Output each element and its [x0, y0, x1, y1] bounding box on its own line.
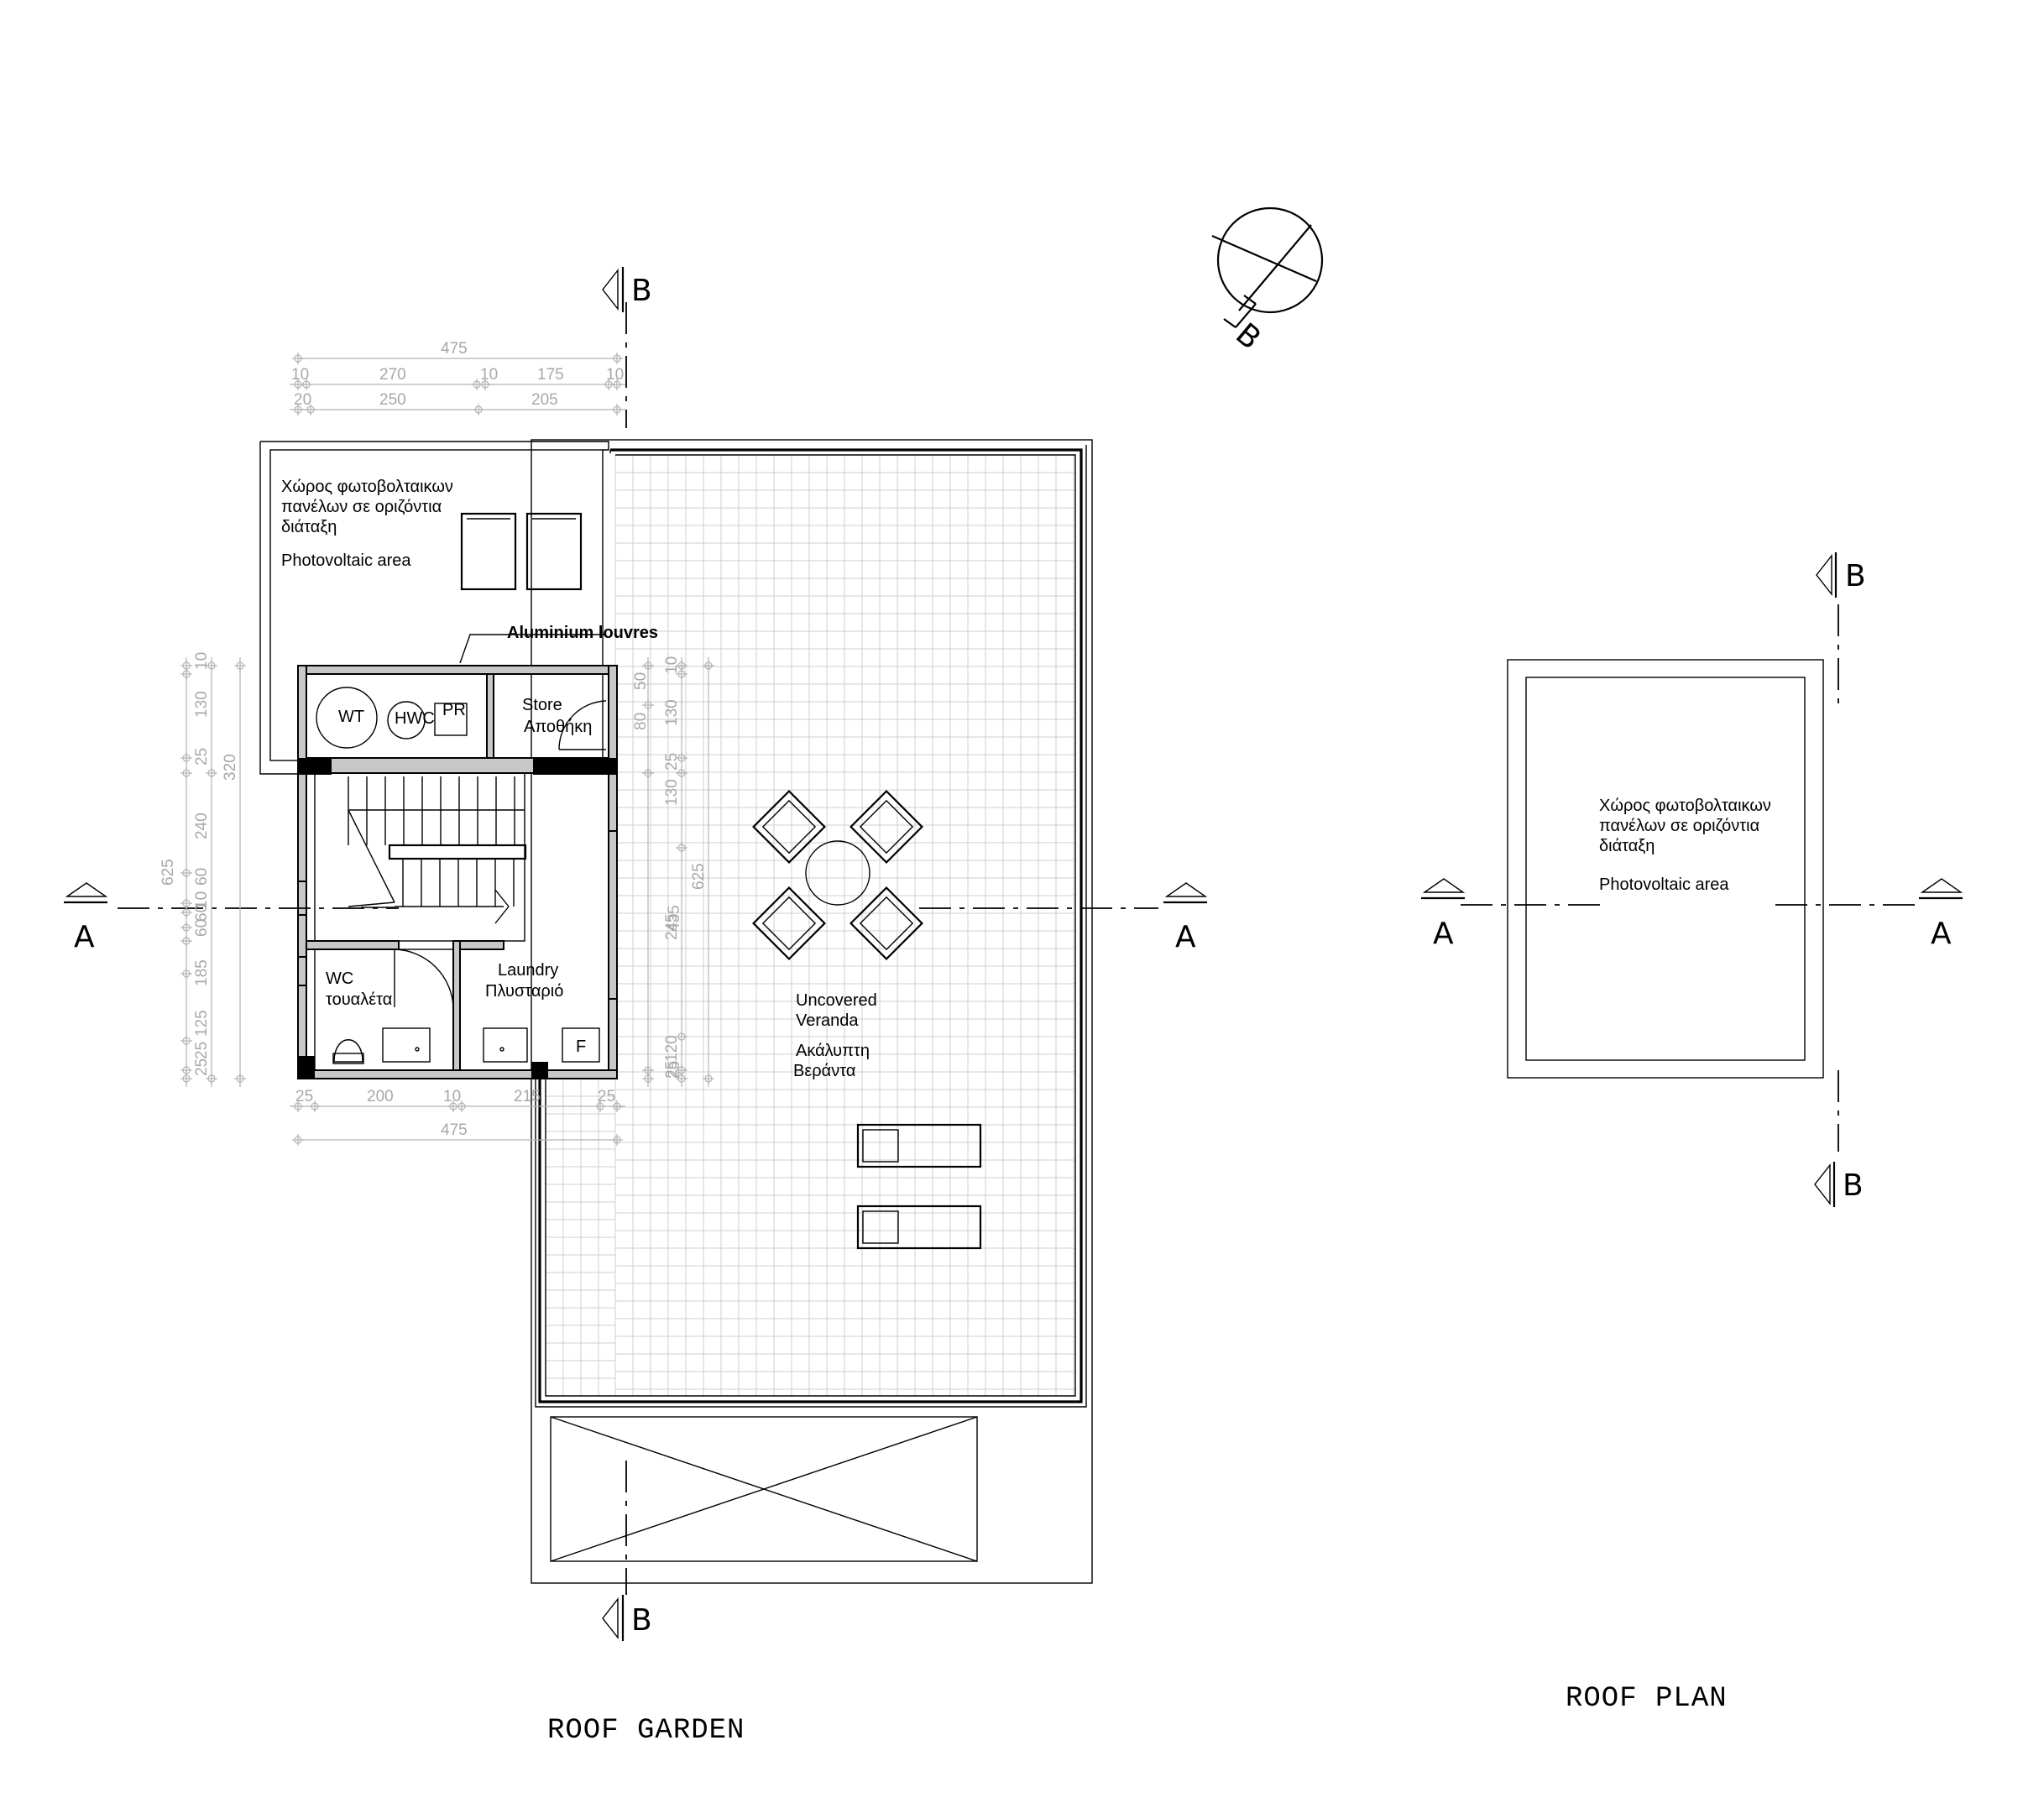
dim-top-r3-0: 20 [294, 391, 311, 409]
dim-right-25b: 25 [666, 1061, 683, 1079]
dim-right-50: 50 [632, 672, 650, 690]
dim-right-c1-6: 25 [663, 1061, 681, 1079]
dim-right-80: 80 [632, 713, 650, 730]
section-b-top-label: B [631, 274, 652, 308]
dim-left-c1-10: 25 [193, 1042, 211, 1059]
section-a-right-label: A [1175, 920, 1196, 954]
dim-bot-0: 25 [295, 1088, 313, 1105]
pv-label-greek-1: Χώρος φωτοβολταικων [281, 478, 453, 496]
section-a-left-label: A [74, 920, 95, 954]
dim-left-c1-2: 25 [193, 748, 211, 766]
hwc-label: HWC [395, 709, 435, 728]
roofplan-pv-english: Photovoltaic area [1599, 875, 1729, 894]
wc-label-en: WC [326, 969, 353, 988]
dim-left-c1-9: 125 [193, 1010, 211, 1037]
dim-right-c1-5: 120 [663, 1035, 681, 1062]
store-label-en: Store [522, 696, 562, 714]
pv-label-greek-2: πανέλων σε οριζόντια [281, 498, 442, 516]
dim-top-r2-3: 175 [537, 366, 564, 384]
dim-left-c1-7: 60 [193, 919, 211, 937]
wt-label: WT [338, 708, 364, 726]
title-roof-garden: ROOF GARDEN [547, 1715, 745, 1747]
louvres-label: Aluminium louvres [507, 624, 658, 642]
roofplan-section-b-bottom: B [1843, 1168, 1864, 1203]
pr-label: PR [442, 701, 466, 719]
dim-left-c1-4: 60 [193, 868, 211, 886]
dim-bot-4: 25 [598, 1088, 615, 1105]
title-roof-plan: ROOF PLAN [1566, 1683, 1728, 1715]
veranda-tile-grid [545, 454, 1075, 1397]
dim-left-c1-5: 10 [193, 891, 211, 909]
dim-bot-1: 200 [367, 1088, 394, 1105]
dim-left-c1-3: 240 [193, 813, 211, 839]
sun-loungers [856, 1123, 982, 1250]
section-b-roof-garden: B B [602, 267, 652, 1641]
pv-area: Χώρος φωτοβολταικων πανέλων σε οριζόντια… [259, 441, 658, 775]
roofplan-pv-greek-2: πανέλων σε οριζόντια [1599, 817, 1759, 835]
roofplan-pv-greek-3: διάταξη [1599, 837, 1655, 855]
dim-right-c1-1: 130 [663, 699, 681, 726]
dim-left-625: 625 [159, 859, 177, 886]
pv-label-greek-3: διάταξη [281, 518, 337, 536]
dim-top-r3-2: 205 [531, 391, 558, 409]
dim-left-c1-8: 185 [193, 959, 211, 986]
dim-right-c1-0: 10 [663, 656, 681, 674]
section-a-roof-garden: A A [64, 882, 1208, 954]
veranda-label-en-2: Veranda [796, 1011, 859, 1030]
dimensions-top: 475 10 270 10 175 10 20 250 205 [290, 340, 625, 415]
dim-top-r2-2: 10 [480, 366, 498, 384]
pv-label-english: Photovoltaic area [281, 551, 411, 570]
dim-bot-2: 10 [443, 1088, 461, 1105]
roofplan-section-a-left: A [1433, 917, 1454, 951]
void-cross [550, 1416, 978, 1562]
veranda-label-gr-1: Ακάλυπτη [796, 1042, 870, 1060]
north-arrow: B [1211, 206, 1324, 357]
roof-plan: Χώρος φωτοβολταικων πανέλων σε οριζόντια… [1421, 552, 1963, 1207]
dimensions-bottom: 25 200 10 215 25 475 [290, 1088, 625, 1146]
roofplan-section-b-top: B [1845, 559, 1866, 593]
dim-left-c1-1: 130 [193, 691, 211, 718]
dim-left-c1-11: 25 [193, 1058, 211, 1076]
section-b-bottom-label: B [631, 1603, 652, 1638]
laundry-label-en: Laundry [498, 961, 558, 980]
store-label-gr: Αποθήκη [524, 718, 592, 736]
fridge-label: F [576, 1037, 586, 1056]
dim-right-435: 435 [666, 905, 683, 932]
dim-right-c1-3: 130 [663, 779, 681, 806]
building-core: WT HWC PR Store Αποθήκη WC του [297, 665, 618, 1079]
dim-top-r2-1: 270 [379, 366, 406, 384]
dim-left-320: 320 [222, 754, 239, 781]
dim-top-r3-1: 250 [379, 391, 406, 409]
dim-left-c1-0: 10 [193, 652, 211, 670]
dim-right-c1-4: 245 [663, 913, 681, 940]
table-and-chairs [752, 790, 923, 960]
veranda-label-gr-2: Βεράντα [793, 1062, 855, 1080]
dim-top-total: 475 [441, 340, 468, 358]
dim-top-r2-4: 10 [606, 366, 624, 384]
laundry-label-gr: Πλυσταριό [485, 982, 563, 1001]
dim-left-c1-6: 60 [193, 904, 211, 922]
dim-right-c1-2: 25 [663, 753, 681, 771]
staircase [314, 772, 527, 942]
dim-bot-3: 215 [514, 1088, 541, 1105]
dim-bottom-total: 475 [441, 1121, 468, 1139]
roofplan-pv-greek-1: Χώρος φωτοβολταικων [1599, 797, 1771, 815]
veranda-label-en-1: Uncovered [796, 991, 877, 1010]
dim-right-625: 625 [690, 863, 708, 890]
north-arrow-label: B [1229, 316, 1267, 356]
wc-label-gr: τουαλέτα [326, 990, 392, 1009]
dim-top-r2-0: 10 [291, 366, 309, 384]
roofplan-section-a-right: A [1931, 917, 1952, 951]
